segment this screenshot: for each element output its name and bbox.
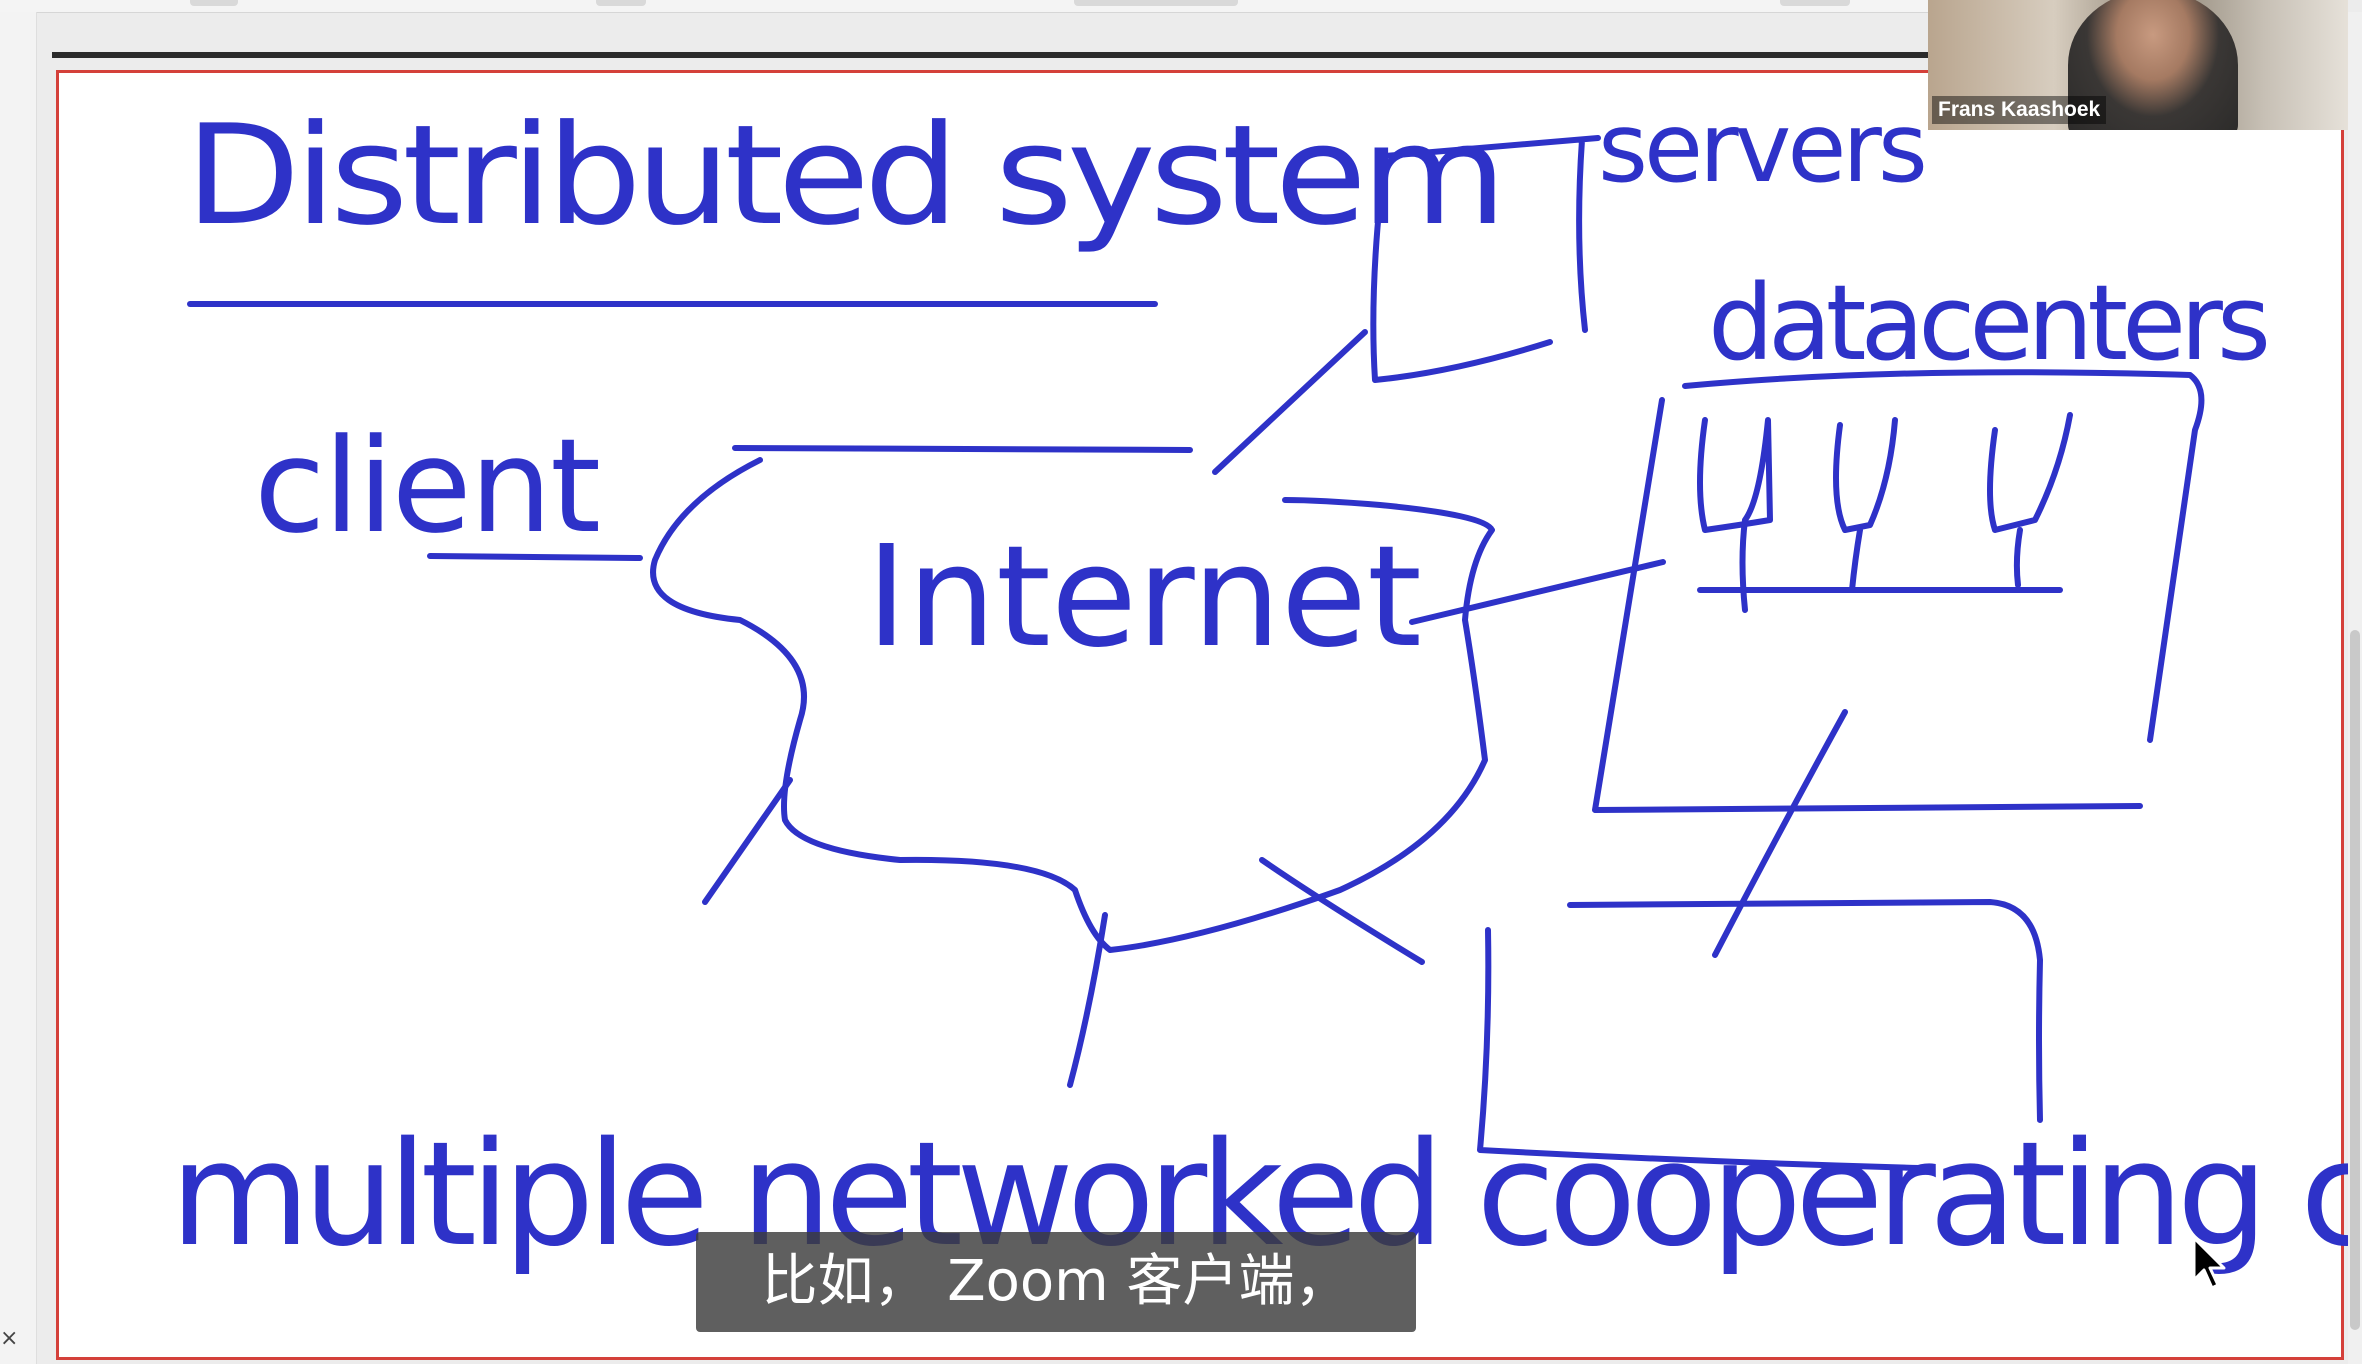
title-text: Distributed system xyxy=(185,96,1507,257)
close-icon[interactable]: × xyxy=(0,1326,19,1351)
participant-avatar xyxy=(2068,0,2238,130)
participant-video[interactable]: Frans Kaashoek xyxy=(1928,0,2348,130)
computers-box xyxy=(1477,899,2043,1171)
left-panel-edge xyxy=(0,12,37,1364)
internet-top-line xyxy=(732,445,1193,453)
internet-cloud xyxy=(650,457,1495,953)
scrollbar-thumb[interactable] xyxy=(2350,630,2360,1330)
toolbar-tab[interactable] xyxy=(596,0,646,6)
cloud-left-link xyxy=(702,777,793,905)
participant-name: Frans Kaashoek xyxy=(1932,96,2107,124)
rack-2 xyxy=(1833,417,1898,593)
rack-3 xyxy=(1987,412,2073,588)
toolbar-tab[interactable] xyxy=(1780,0,1850,6)
cloud-bottom-link xyxy=(1067,912,1108,1088)
toolbar-tab[interactable] xyxy=(190,0,238,6)
rack-1 xyxy=(1697,417,1773,613)
toolbar-tab[interactable] xyxy=(1074,0,1238,6)
subtitle-caption: 比如， Zoom 客户端， xyxy=(696,1232,1416,1332)
datacenter-link xyxy=(1409,559,1666,625)
client-line xyxy=(427,553,643,561)
server-box xyxy=(1370,135,1601,383)
server-link xyxy=(1212,329,1368,475)
client-label: client xyxy=(254,410,601,562)
page-top-edge xyxy=(52,52,1928,58)
whiteboard-page[interactable] xyxy=(56,70,2344,1360)
datacenter-box xyxy=(1592,369,2205,813)
datacenters-label: datacenters xyxy=(1708,262,2271,384)
mouse-cursor-icon xyxy=(2192,1236,2226,1290)
servers-label: servers xyxy=(1598,92,1928,204)
top-toolbar xyxy=(0,0,1930,13)
cloud-right-link xyxy=(1259,857,1425,965)
cross-link xyxy=(1712,709,1848,958)
internet-label: Internet xyxy=(866,516,1422,679)
